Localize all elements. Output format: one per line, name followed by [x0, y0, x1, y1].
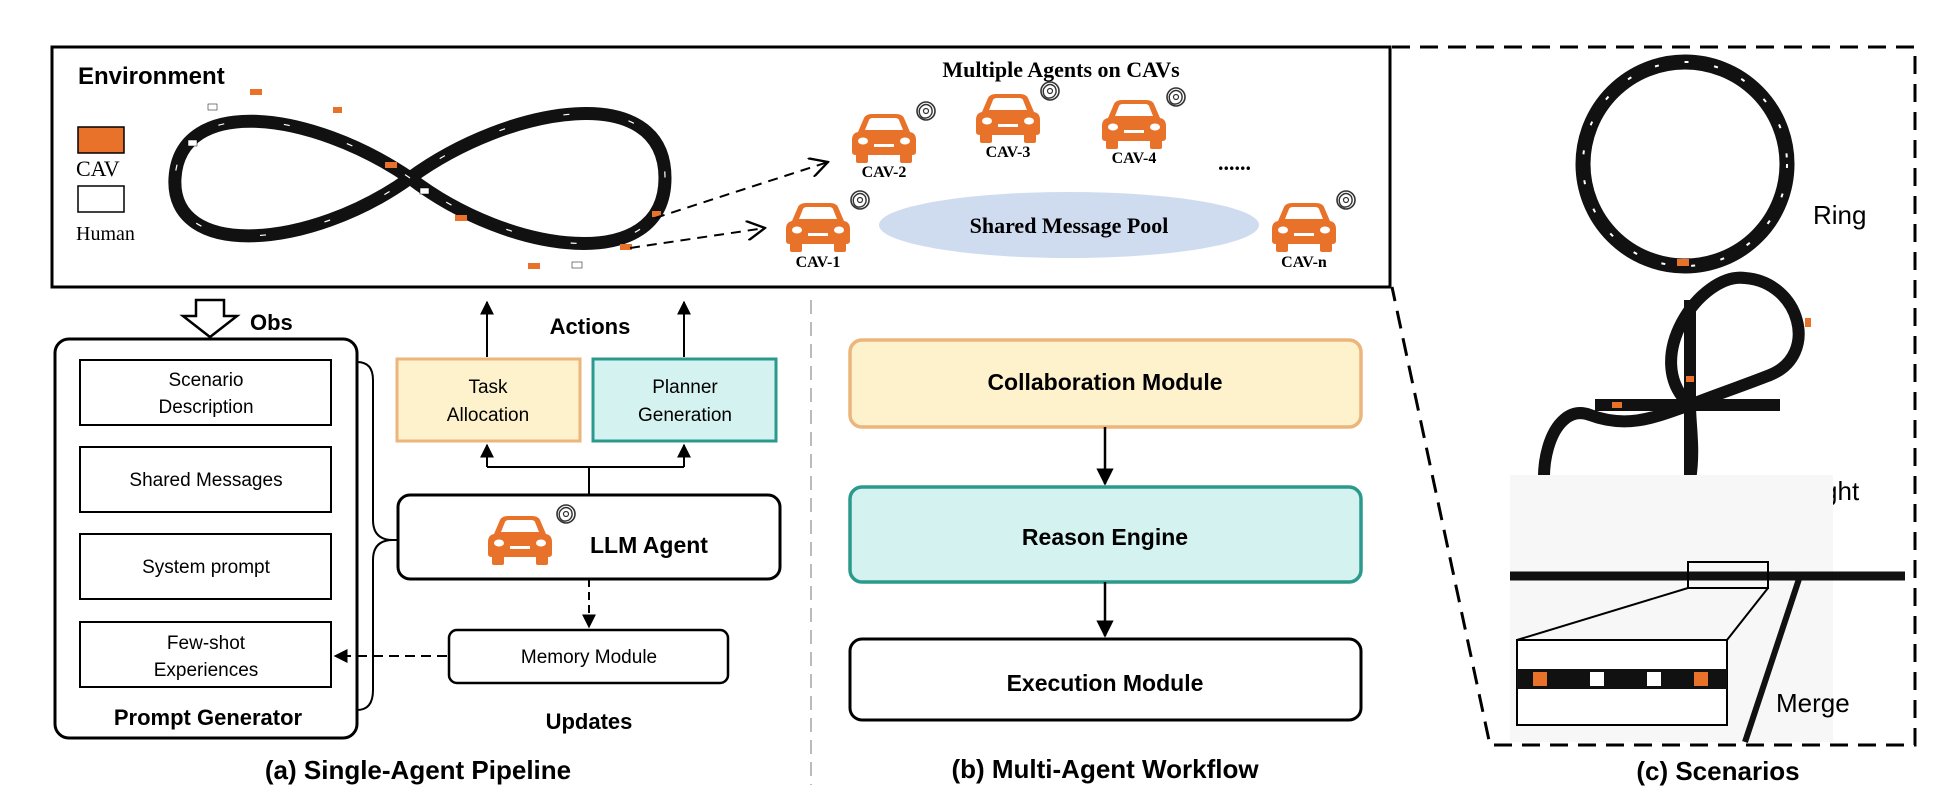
legend-human-swatch	[77, 185, 125, 213]
planner-generation-box	[591, 357, 778, 443]
prompt-generator-label: Prompt Generator	[114, 705, 303, 730]
legend-cav-swatch	[77, 126, 125, 154]
prompt-item-system-prompt	[79, 533, 332, 600]
collaboration-module-label: Collaboration Module	[987, 369, 1222, 395]
multi-agent-workflow: Collaboration Module Reason Engine Execu…	[848, 338, 1363, 784]
scenarios-dashed-frame	[1390, 45, 1917, 747]
prompt-item-scenario	[79, 359, 332, 426]
cav-label-4: CAV-4	[1112, 150, 1157, 167]
merge-label: Merge	[1776, 688, 1850, 718]
agents-ellipsis: ......	[1218, 150, 1251, 175]
cav-label-n: CAV-n	[1281, 254, 1327, 271]
figure-eight-track	[168, 89, 672, 269]
reason-engine-label: Reason Engine	[1022, 524, 1188, 550]
environment-title: Environment	[78, 63, 225, 90]
ring-label: Ring	[1813, 200, 1866, 230]
merge-track	[1510, 475, 1905, 743]
cav-agent-n	[1272, 190, 1356, 252]
shared-message-pool	[879, 192, 1259, 258]
updates-label: Updates	[546, 709, 633, 734]
obs-label: Obs	[250, 310, 293, 335]
ring-track	[1575, 54, 1795, 274]
cav-agent-1	[786, 190, 870, 252]
agents-title: Multiple Agents on CAVs	[942, 57, 1180, 82]
obs-arrow	[179, 298, 241, 339]
shared-message-pool-label: Shared Message Pool	[970, 213, 1169, 238]
environment-arrow-upper	[654, 162, 828, 219]
cav-label-3: CAV-3	[986, 144, 1031, 161]
legend-human-label: Human	[76, 223, 135, 245]
memory-module-label: Memory Module	[521, 647, 657, 668]
actions-label: Actions	[550, 314, 631, 339]
legend-cav-label: CAV	[76, 156, 120, 181]
legend: CAV Human	[76, 126, 135, 245]
cav-agent-2	[852, 101, 936, 163]
llm-agent-box	[396, 493, 782, 581]
cav-agent-3	[976, 81, 1060, 143]
execution-module-box	[848, 637, 1363, 722]
scenarios-panel: Ring Figure Eight Merge (c) Scen	[1390, 45, 1917, 786]
cav-agent-4	[1102, 87, 1186, 149]
scenarios-caption: (c) Scenarios	[1636, 756, 1799, 786]
prompt-item-shared-messages-label: Shared Messages	[129, 470, 282, 491]
cav-label-1: CAV-1	[796, 254, 841, 271]
single-agent-caption: (a) Single-Agent Pipeline	[265, 755, 571, 785]
environment-panel: Environment CAV Human Multiple Agents on…	[50, 45, 1392, 289]
environment-arrow-lower	[629, 228, 765, 249]
prompt-item-system-prompt-label: System prompt	[142, 557, 270, 578]
prompt-item-shared-messages	[79, 446, 332, 513]
task-allocation-box	[395, 357, 582, 443]
cav-label-2: CAV-2	[862, 164, 907, 181]
prompt-brace	[356, 361, 394, 711]
llm-agent-label: LLM Agent	[590, 532, 708, 558]
execution-module-label: Execution Module	[1007, 670, 1204, 696]
environment-frame	[50, 45, 1392, 289]
prompt-item-few-shot	[79, 621, 332, 688]
multi-agent-caption: (b) Multi-Agent Workflow	[951, 754, 1259, 784]
memory-module-box	[447, 628, 730, 685]
